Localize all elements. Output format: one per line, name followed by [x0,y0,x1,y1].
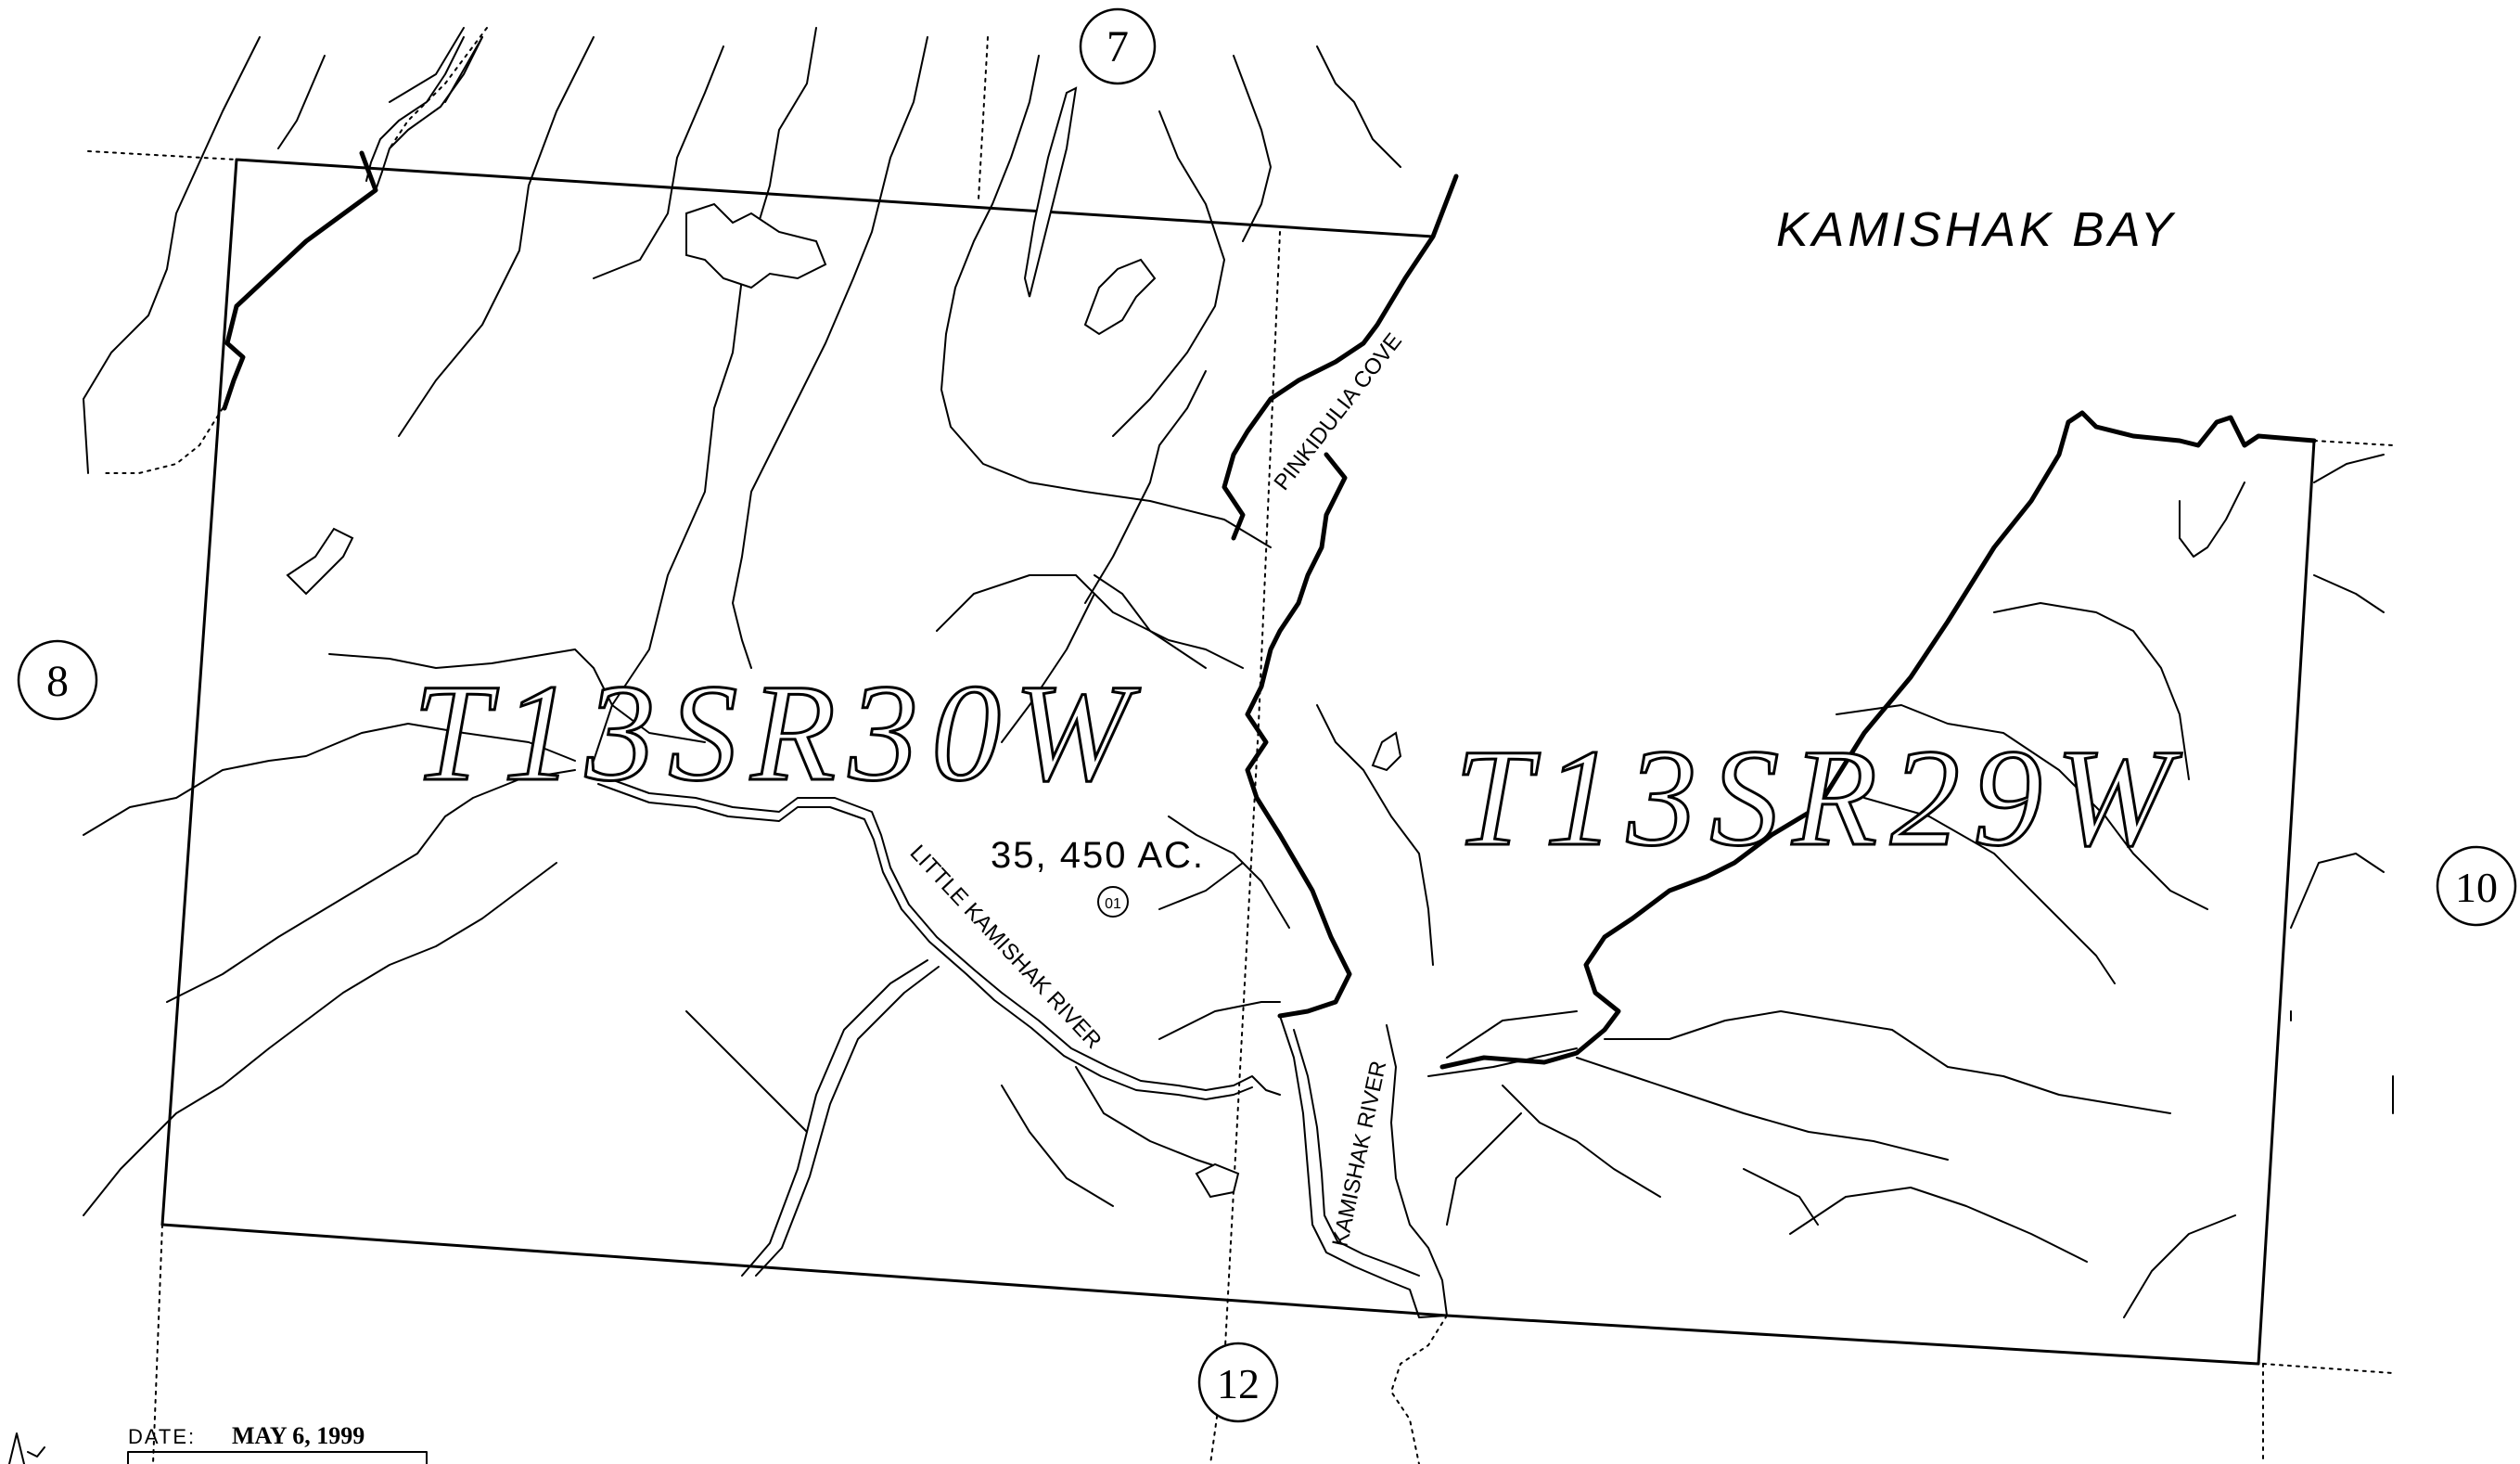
township-label-east: T13SR29W [1454,721,2184,875]
north-arrow-icon [8,1432,45,1464]
bay-label: KAMISHAK BAY [1776,203,2176,257]
date-label: DATE: [128,1425,196,1448]
acreage-label: 35, 450 AC. [991,835,1205,876]
section-marker-10-label: 10 [2455,864,2498,911]
parcel-label: 01 [1105,896,1121,912]
section-marker-7-label: 7 [1106,22,1129,71]
section-marker-12: 12 [1197,1342,1279,1423]
date-block-frame [127,1451,428,1464]
streams [83,27,2394,1318]
section-marker-7: 7 [1079,7,1157,85]
upper-left-river [365,36,483,191]
section-marker-8-label: 8 [46,657,69,706]
upper-left-dotted-coast [101,27,488,474]
section-marker-12-label: 12 [1217,1360,1260,1407]
parcel-marker [1097,886,1129,918]
section-marker-10: 10 [2436,845,2517,927]
date-value: MAY 6, 1999 [232,1422,365,1449]
south-dotted-channel [1390,1315,1448,1464]
coastline [222,150,2317,1070]
date-block: DATE: MAY 6, 1999 [8,1422,428,1464]
lakes [286,86,1402,1199]
section-grid-lines [87,36,2394,1464]
township-label-west: T13SR30W [413,656,1143,810]
section-marker-8: 8 [17,639,98,721]
river-channels [597,774,1578,1318]
kamishak-river-label: KAMISHAK RIVER [1327,1059,1391,1249]
